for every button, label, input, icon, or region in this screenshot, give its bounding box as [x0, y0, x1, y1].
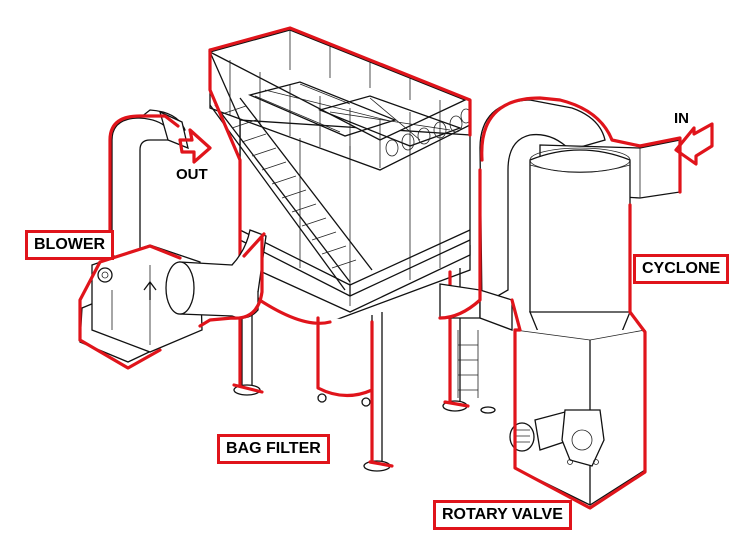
- bag-filter-unit: [208, 29, 496, 472]
- cyclone-outline: [438, 96, 682, 510]
- in-arrow: [674, 122, 714, 166]
- bag-filter-label: BAG FILTER: [217, 434, 330, 464]
- cyclone-label: CYCLONE: [633, 254, 730, 284]
- blower-unit: [79, 109, 267, 363]
- rotary-valve-label: ROTARY VALVE: [433, 500, 572, 530]
- blower-label: BLOWER: [25, 230, 115, 260]
- out-label: OUT: [176, 166, 208, 183]
- out-arrow: [178, 128, 212, 164]
- bag-filter-outline: [208, 26, 472, 468]
- in-label: IN: [674, 110, 689, 127]
- blower-outline: [78, 114, 266, 370]
